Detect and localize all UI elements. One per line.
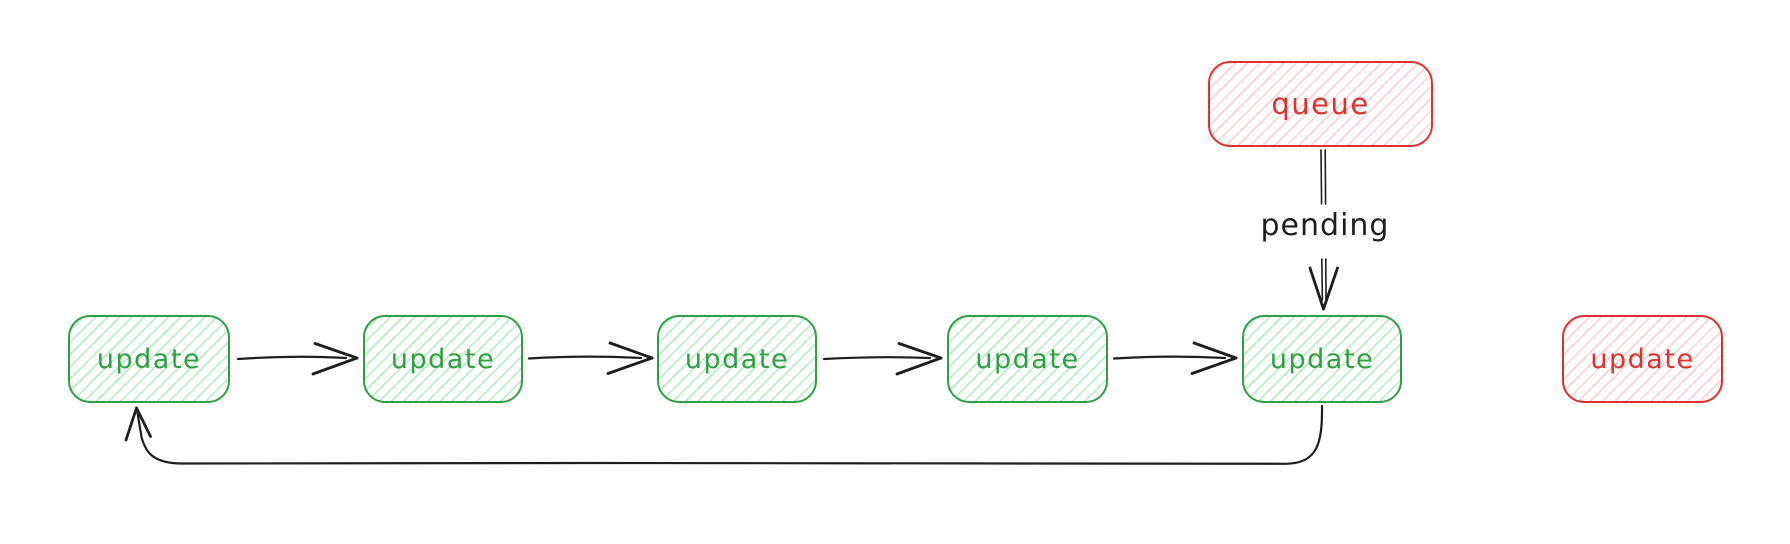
node-update-3: update [657, 315, 817, 403]
arrow-update2-to-update3-icon [527, 341, 654, 375]
node-update-1: update [68, 315, 230, 403]
node-update-5-label: update [1269, 343, 1375, 375]
arrow-update1-to-update2-icon [236, 342, 359, 376]
node-update-1-label: update [96, 343, 202, 375]
node-update-detached-label: update [1590, 343, 1695, 375]
arrow-queue-to-update5-icon [1308, 149, 1339, 311]
edge-label-pending: pending [1260, 208, 1390, 243]
node-queue: queue [1208, 61, 1433, 147]
arrow-update5-loopback-to-update1-icon [124, 404, 1324, 465]
node-update-2: update [363, 315, 523, 403]
node-update-5: update [1242, 315, 1402, 403]
arrow-update3-to-update4-icon [822, 342, 943, 376]
arrow-update4-to-update5-icon [1112, 341, 1238, 375]
node-update-4: update [947, 315, 1108, 403]
node-update-4-label: update [975, 343, 1080, 375]
node-update-2-label: update [390, 343, 496, 375]
node-queue-label: queue [1271, 87, 1370, 121]
node-update-detached: update [1562, 315, 1723, 403]
node-update-3-label: update [684, 343, 790, 375]
